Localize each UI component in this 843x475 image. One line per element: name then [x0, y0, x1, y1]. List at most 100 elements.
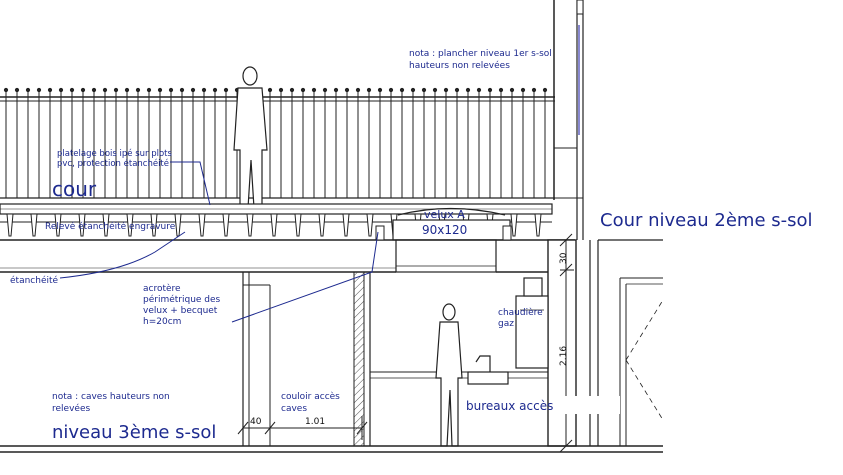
- baluster-finial: [531, 87, 537, 93]
- person-figure-lower: [435, 303, 463, 447]
- cour-label: cour: [52, 177, 97, 201]
- baluster-finial: [366, 87, 372, 93]
- baluster-finial: [333, 87, 339, 93]
- sink: [467, 355, 509, 385]
- nota-top-line2: hauteurs non relevées: [409, 60, 510, 71]
- niveau-3-label: niveau 3ème s-sol: [52, 422, 216, 443]
- baluster-finial: [58, 87, 64, 93]
- baluster-finial: [454, 87, 460, 93]
- baluster-finial: [421, 87, 427, 93]
- baluster-finial: [465, 87, 471, 93]
- cour-niveau-label: Cour niveau 2ème s-sol: [600, 210, 813, 231]
- leader-lines: [59, 161, 379, 323]
- baluster-finial: [355, 87, 361, 93]
- baluster-finial: [377, 87, 383, 93]
- baluster-finial: [388, 87, 394, 93]
- baluster-finial: [113, 87, 119, 93]
- person-figure-upper: [233, 66, 268, 209]
- deck-support-plot: [78, 213, 86, 237]
- dimension-40: 40: [250, 417, 262, 427]
- deck-support-plot: [6, 213, 14, 237]
- deck-support-plot: [342, 213, 350, 237]
- chaudiere-line1: chaudière: [498, 307, 543, 318]
- bureaux-label: bureaux accès: [466, 399, 553, 413]
- deck-support-plot: [174, 213, 182, 237]
- baluster-finial: [322, 87, 328, 93]
- baluster-finial: [157, 87, 163, 93]
- blank-label-box: [562, 396, 620, 414]
- baluster-finial: [80, 87, 86, 93]
- concrete-slab: [0, 225, 575, 273]
- deck-support-plot: [30, 213, 38, 237]
- baluster-finial: [520, 87, 526, 93]
- baluster-finial: [300, 87, 306, 93]
- baluster-finial: [190, 87, 196, 93]
- baluster-finial: [278, 87, 284, 93]
- dimension-2-16: 2.16: [559, 346, 569, 366]
- baluster-finial: [146, 87, 152, 93]
- baluster-finial: [399, 87, 405, 93]
- dimension-1-01: 1.01: [305, 417, 325, 427]
- baluster-finial: [179, 87, 185, 93]
- acrotere-line4: h=20cm: [143, 317, 181, 327]
- velux-size: 90x120: [422, 223, 467, 237]
- baluster-finial: [410, 87, 416, 93]
- deck-support-plot: [54, 213, 62, 237]
- baluster-finial: [498, 87, 504, 93]
- baluster-finial: [168, 87, 174, 93]
- deck-support-plot: [318, 213, 326, 237]
- baluster-finial: [3, 87, 9, 93]
- deck-support-plot: [366, 213, 374, 237]
- baluster-finial: [69, 87, 75, 93]
- baluster-finial: [124, 87, 130, 93]
- nota-bottom-line2: relevées: [52, 403, 90, 414]
- baluster-finial: [344, 87, 350, 93]
- deck-support-plot: [150, 213, 158, 237]
- baluster-finial: [289, 87, 295, 93]
- acrotere-line1: acrotère: [143, 283, 181, 294]
- railing: [0, 87, 555, 199]
- deck-support-plot: [102, 213, 110, 237]
- deck-support-plot: [198, 213, 206, 237]
- couloir-line2: caves: [281, 404, 307, 414]
- deck: [0, 203, 553, 237]
- deck-support-plot: [246, 213, 254, 237]
- baluster-finial: [443, 87, 449, 93]
- baluster-finial: [476, 87, 482, 93]
- nota-top-line1: nota : plancher niveau 1er s-sol: [409, 49, 552, 59]
- releve-label: Relevé étanchéité engravure: [45, 221, 176, 232]
- deck-support-plot: [222, 213, 230, 237]
- baluster-finial: [201, 87, 207, 93]
- baluster-finial: [311, 87, 317, 93]
- platelage-line1: platelage bois ipé sur plots: [57, 148, 173, 159]
- baluster-finial: [25, 87, 31, 93]
- baluster-finial: [91, 87, 97, 93]
- baluster-finial: [509, 87, 515, 93]
- baluster-finial: [542, 87, 548, 93]
- baluster-finial: [47, 87, 53, 93]
- couloir-line1: couloir accès: [281, 391, 340, 402]
- baluster-finial: [102, 87, 108, 93]
- baluster-finial: [267, 87, 273, 93]
- chaudiere-line2: gaz: [498, 319, 514, 329]
- floor: [0, 445, 663, 453]
- deck-support-plot: [126, 213, 134, 237]
- deck-support-plot: [534, 213, 542, 237]
- baluster-finial: [36, 87, 42, 93]
- etancheite-label: étanchéité: [10, 275, 59, 286]
- platelage-line2: pvc, protection étanchéité: [57, 158, 169, 169]
- dimension-30: 30: [559, 252, 569, 264]
- baluster-finial: [14, 87, 20, 93]
- acrotere-line3: velux + becquet: [143, 306, 218, 316]
- deck-support-plot: [294, 213, 302, 237]
- baluster-finial: [223, 87, 229, 93]
- baluster-finial: [135, 87, 141, 93]
- deck-support-plot: [510, 213, 518, 237]
- velux-name: velux A: [424, 208, 465, 221]
- baluster-finial: [487, 87, 493, 93]
- deck-support-plot: [270, 213, 278, 237]
- boiler: [515, 277, 549, 369]
- baluster-finial: [212, 87, 218, 93]
- building-wall-upper: [553, 0, 584, 240]
